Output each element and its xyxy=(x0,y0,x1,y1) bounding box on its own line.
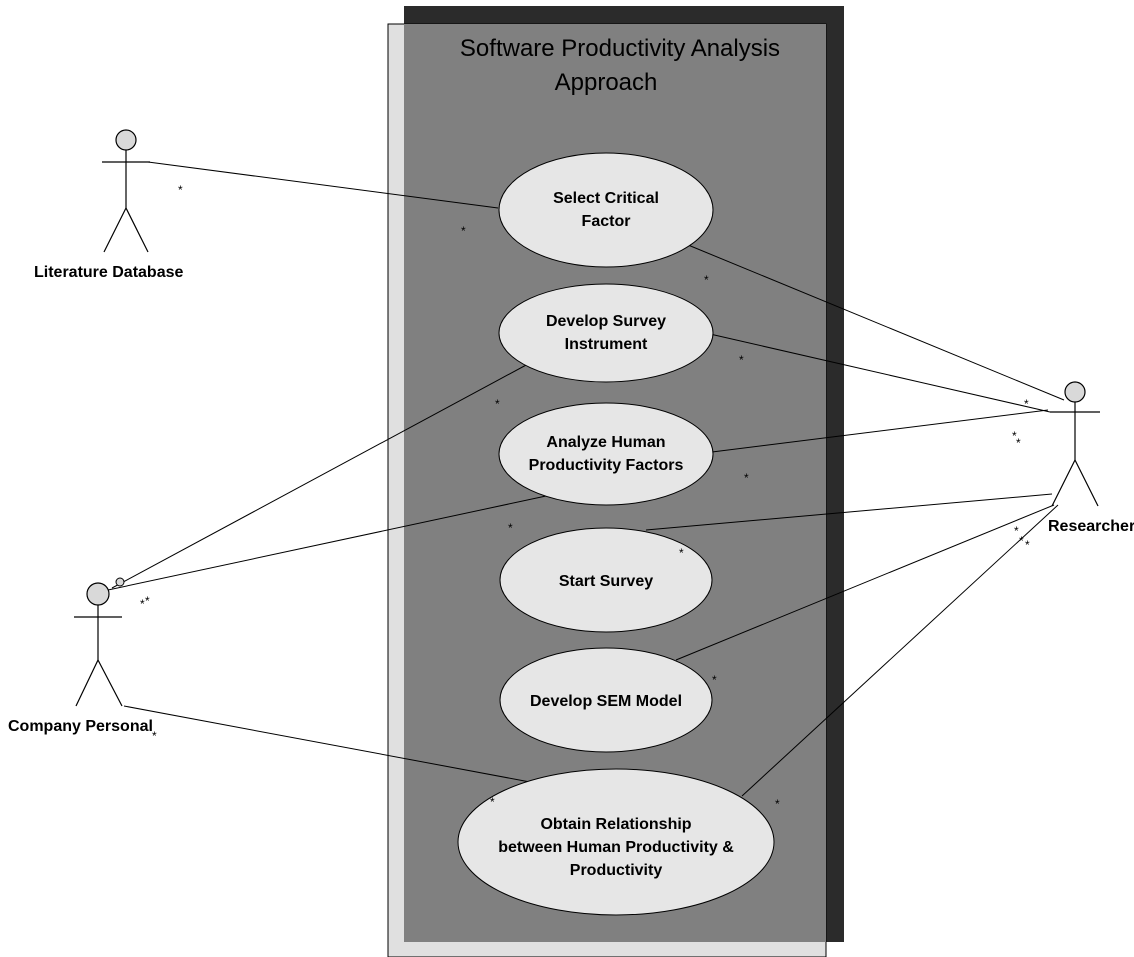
actor-figure-icon xyxy=(102,129,150,253)
actor-researcher[interactable]: Researcher xyxy=(1048,381,1134,535)
use-case-label: Develop Survey xyxy=(546,313,666,330)
use-case-obtain-relationship[interactable]: Obtain Relationship between Human Produc… xyxy=(457,768,775,916)
multiplicity-marker: * xyxy=(508,521,513,535)
actor-label-researcher: Researcher xyxy=(1048,518,1134,535)
actor-figure-icon xyxy=(1050,381,1100,507)
actor-label-company-personal: Company Personal xyxy=(8,718,153,735)
assoc-researcher-obtain xyxy=(741,504,1059,797)
use-case-label: Select Critical xyxy=(553,190,659,207)
multiplicity-marker: * xyxy=(744,471,749,485)
multiplicity-marker: * xyxy=(1025,538,1030,552)
use-case-ellipse xyxy=(498,283,714,383)
multiplicity-marker: * xyxy=(152,729,157,743)
actor-literature-database[interactable]: Literature Database xyxy=(34,129,183,281)
multiplicity-marker: * xyxy=(775,797,780,811)
use-case-develop-survey-instrument[interactable]: Develop Survey Instrument xyxy=(498,283,714,383)
multiplicity-marker: * xyxy=(1019,534,1024,548)
actor-figure-icon xyxy=(74,582,123,707)
actor-label-literature-database: Literature Database xyxy=(34,264,183,281)
use-case-ellipse xyxy=(499,647,713,753)
multiplicity-marker: * xyxy=(1016,436,1021,450)
multiplicity-marker: * xyxy=(495,397,500,411)
use-case-label: Instrument xyxy=(565,336,648,353)
multiplicity-marker: * xyxy=(1024,397,1029,411)
assoc-researcher-analyze xyxy=(711,409,1049,453)
use-case-develop-sem-model[interactable]: Develop SEM Model xyxy=(499,647,713,753)
multiplicity-marker: * xyxy=(140,597,145,611)
associations xyxy=(107,161,1065,797)
assoc-literature-select xyxy=(147,161,499,209)
use-case-label: Factor xyxy=(582,213,631,230)
assoc-company-obtain xyxy=(123,705,531,783)
system-title-line-1: Software Productivity Analysis xyxy=(460,35,780,62)
assoc-company-analyze xyxy=(107,495,547,591)
multiplicity-marker: * xyxy=(1012,429,1017,443)
use-case-label: Obtain Relationship xyxy=(540,816,691,833)
multiplicity-marker: * xyxy=(145,594,150,608)
use-case-ellipse xyxy=(457,768,775,916)
multiplicity-marker: * xyxy=(178,183,183,197)
multiplicity-marker: * xyxy=(712,673,717,687)
assoc-researcher-start-survey xyxy=(645,493,1053,531)
use-case-label: Productivity Factors xyxy=(529,457,684,474)
use-case-select-critical-factor[interactable]: Select Critical Factor xyxy=(498,152,714,268)
use-case-analyze-human-productivity[interactable]: Analyze Human Productivity Factors xyxy=(498,402,714,506)
use-case-label: Productivity xyxy=(570,862,663,879)
assoc-researcher-select xyxy=(675,239,1065,401)
multiplicity-marker: * xyxy=(461,224,466,238)
use-case-label: Start Survey xyxy=(559,573,653,590)
assoc-researcher-survey-instrument xyxy=(709,333,1051,413)
use-case-ellipse xyxy=(499,527,713,633)
use-case-ellipse xyxy=(498,152,714,268)
use-case-label: Develop SEM Model xyxy=(530,693,682,710)
multiplicity-marker: * xyxy=(739,353,744,367)
use-case-label: between Human Productivity & xyxy=(498,839,734,856)
multiplicity-markers: * * * * * * * * * * * * * * * * * * * * xyxy=(140,183,1030,811)
multiplicity-marker: * xyxy=(1014,524,1019,538)
assoc-researcher-sem xyxy=(675,504,1055,661)
multiplicity-marker: * xyxy=(679,546,684,560)
system-title-line-2: Approach xyxy=(555,69,658,96)
use-case-label: Analyze Human xyxy=(546,434,665,451)
use-case-start-survey[interactable]: Start Survey xyxy=(499,527,713,633)
actor-company-personal[interactable]: Company Personal xyxy=(8,582,153,735)
use-case-ellipse xyxy=(498,402,714,506)
multiplicity-marker: * xyxy=(490,795,495,809)
multiplicity-marker: * xyxy=(704,273,709,287)
assoc-company-survey-instrument xyxy=(111,363,529,589)
association-endpoint-dot xyxy=(115,577,125,587)
